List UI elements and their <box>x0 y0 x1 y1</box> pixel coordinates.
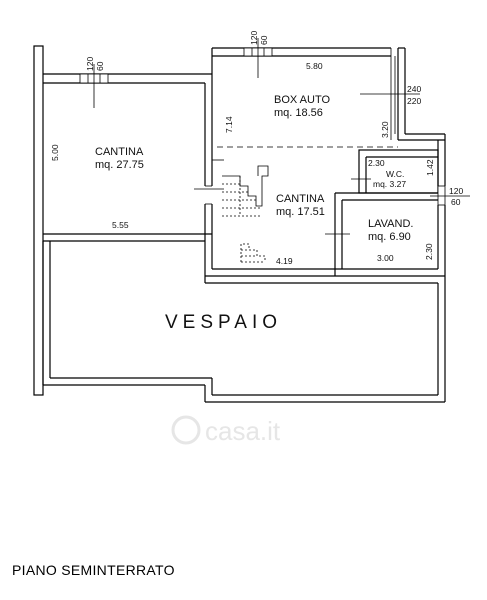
wc-height: 1.42 <box>425 159 435 176</box>
wc-width: 2.30 <box>368 158 385 168</box>
cantina-left-width: 5.55 <box>112 220 129 230</box>
side-window-h: 60 <box>451 197 461 207</box>
cantina-left-name: CANTINA <box>95 146 144 158</box>
openings <box>79 38 470 235</box>
wc-name: W.C. <box>386 169 404 179</box>
watermark: casa.it <box>171 415 281 446</box>
page-title: PIANO SEMINTERRATO <box>12 562 175 578</box>
side-window-w: 120 <box>449 186 463 196</box>
door-left-cantina-icon <box>194 185 224 205</box>
garage-door-icon <box>360 48 420 140</box>
wc-area: mq. 3.27 <box>373 179 406 189</box>
watermark-text: casa.it <box>205 416 281 446</box>
cantina-mid-width: 4.19 <box>276 256 293 266</box>
garage-door-w: 240 <box>407 84 421 94</box>
left-wall <box>33 45 44 396</box>
cantina-left-area: mq. 27.75 <box>95 159 144 171</box>
top-window-w: 120 <box>249 31 259 45</box>
box-auto-height: 7.14 <box>224 116 234 133</box>
left-window-icon <box>79 64 109 108</box>
lavand-name: LAVAND. <box>368 218 413 230</box>
side-window-icon <box>430 185 470 206</box>
stairs-lower-icon <box>240 243 266 263</box>
box-auto-side: 3.20 <box>380 121 390 138</box>
watermark-logo-icon <box>171 415 201 445</box>
stairs-upper-icon <box>222 165 269 217</box>
lavand-area: mq. 6.90 <box>368 231 411 243</box>
box-auto-name: BOX AUTO <box>274 94 330 106</box>
lavand-width: 3.00 <box>377 253 394 263</box>
left-window-w: 120 <box>85 57 95 71</box>
top-window-h: 60 <box>259 35 269 45</box>
top-window-icon <box>243 38 273 78</box>
cantina-mid-name: CANTINA <box>276 193 325 205</box>
vespaio-label: VESPAIO <box>165 312 282 333</box>
box-auto-width: 5.80 <box>306 61 323 71</box>
cantina-mid-area: mq. 17.51 <box>276 206 325 218</box>
lavand-height: 2.30 <box>424 243 434 260</box>
left-window-h: 60 <box>95 61 105 71</box>
cantina-left-height: 5.00 <box>50 144 60 161</box>
box-auto-area: mq. 18.56 <box>274 107 323 119</box>
garage-door-h: 220 <box>407 96 421 106</box>
